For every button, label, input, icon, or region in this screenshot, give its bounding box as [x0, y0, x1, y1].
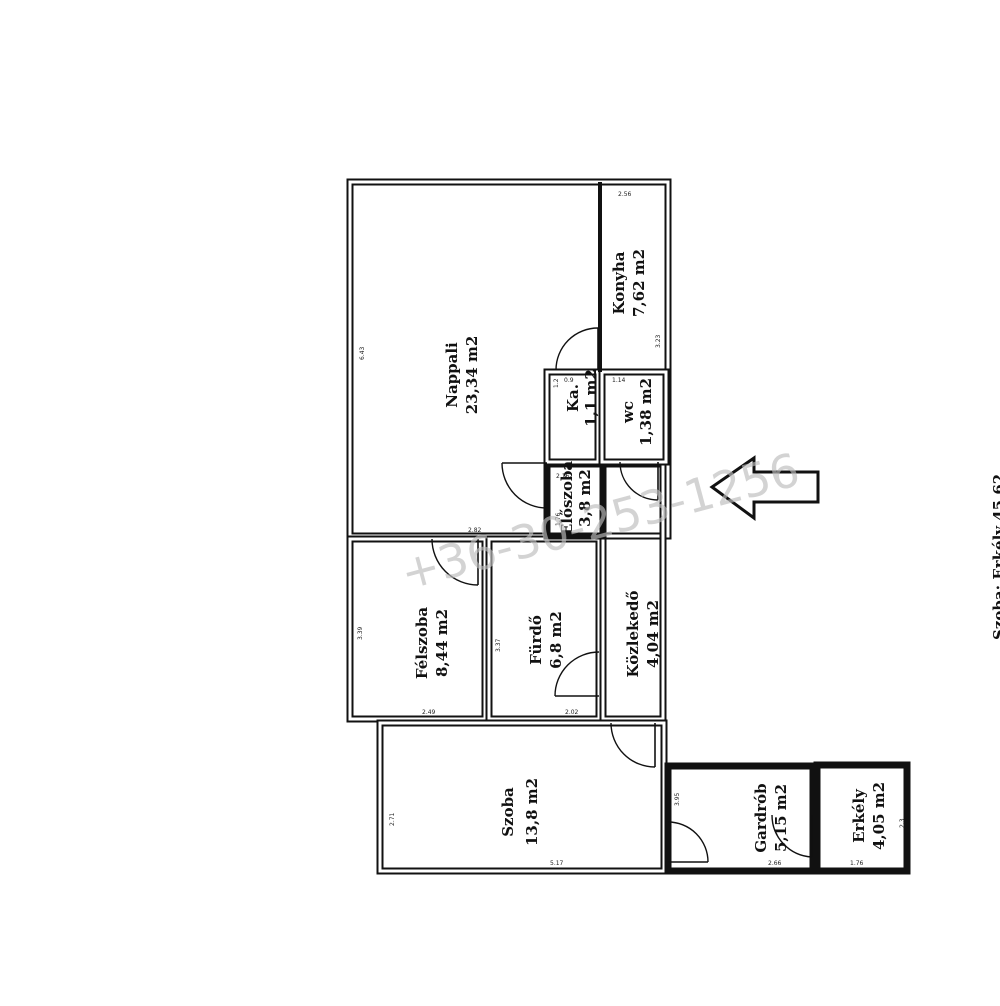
room-name-kozlekedo: Közlekedő	[624, 591, 642, 678]
dim-label: 3.23	[655, 334, 662, 348]
walls	[346, 178, 911, 875]
door-swing	[667, 821, 709, 863]
room-name-szoba: Szoba	[499, 787, 517, 837]
dim-label: 1.2	[553, 378, 560, 388]
room-area-gardrob: 5,15 m2	[772, 784, 790, 852]
room-labels: Nappali 23,34 m2 Konyha 7,62 m2 Ka. 1,1 …	[413, 249, 888, 853]
room-area-furdo: 6,8 m2	[547, 611, 565, 669]
dimension-labels: 2.56 6.43 3.23 2.82 1.2 0.9 1.14 2.16 1.…	[357, 191, 906, 867]
room-area-ka: 1,1 m2	[582, 369, 600, 427]
room-area-wc: 1,38 m2	[637, 378, 655, 446]
dim-label: 2.16	[556, 473, 570, 480]
dim-label: 2.3	[899, 818, 906, 828]
room-name-konyha: Konyha	[610, 251, 628, 314]
dim-label: 2.02	[565, 709, 579, 716]
dim-label: 1.76	[850, 860, 864, 867]
room-name-gardrob: Gardrób	[752, 783, 770, 852]
room-name-nappali: Nappali	[443, 342, 461, 408]
dim-label: 3.95	[674, 792, 681, 806]
room-name-erkely: Erkély	[850, 788, 868, 843]
room-name-eloszoba: Előszoba	[558, 461, 576, 536]
room-area-erkely: 4,05 m2	[870, 782, 888, 850]
room-name-wc: wc	[619, 401, 637, 424]
dim-label: 5.17	[550, 860, 564, 867]
dim-label: 2.66	[768, 860, 782, 867]
room-name-felszoba: Félszoba	[413, 607, 431, 680]
side-text: Szoba: Erkély 45,62	[990, 474, 1000, 640]
room-area-felszoba: 8,44 m2	[433, 609, 451, 677]
dim-label: 6.43	[359, 346, 366, 360]
room-name-furdo: Fürdő	[527, 615, 545, 665]
entrance-arrow-icon	[709, 455, 820, 521]
door-swing	[501, 462, 548, 509]
door-swing	[610, 722, 656, 768]
dim-label: 3.37	[495, 638, 502, 652]
doors	[431, 327, 813, 863]
room-name-ka: Ka.	[564, 384, 582, 412]
room-area-szoba: 13,8 m2	[523, 778, 541, 846]
side-text-cropped: Szoba: Erkély 45,62	[990, 474, 1000, 640]
room-area-nappali: 23,34 m2	[463, 336, 481, 415]
dim-label: 1.76	[555, 512, 562, 526]
door-swing	[554, 651, 600, 697]
dim-label: 2.56	[618, 191, 632, 198]
door-swing	[555, 327, 599, 371]
room-area-konyha: 7,62 m2	[630, 249, 648, 317]
dim-label: 3.39	[357, 626, 364, 640]
room-area-eloszoba: 3,8 m2	[576, 469, 594, 527]
room-area-kozlekedo: 4,04 m2	[644, 600, 662, 668]
dim-label: 2.71	[389, 812, 396, 826]
dim-label: 1.14	[612, 377, 626, 384]
door-swing	[619, 461, 659, 501]
door-swing	[431, 538, 479, 586]
dim-label: 0.9	[564, 377, 574, 384]
dim-label: 2.49	[422, 709, 436, 716]
dim-label: 2.82	[468, 527, 482, 534]
door-swing	[771, 814, 813, 858]
